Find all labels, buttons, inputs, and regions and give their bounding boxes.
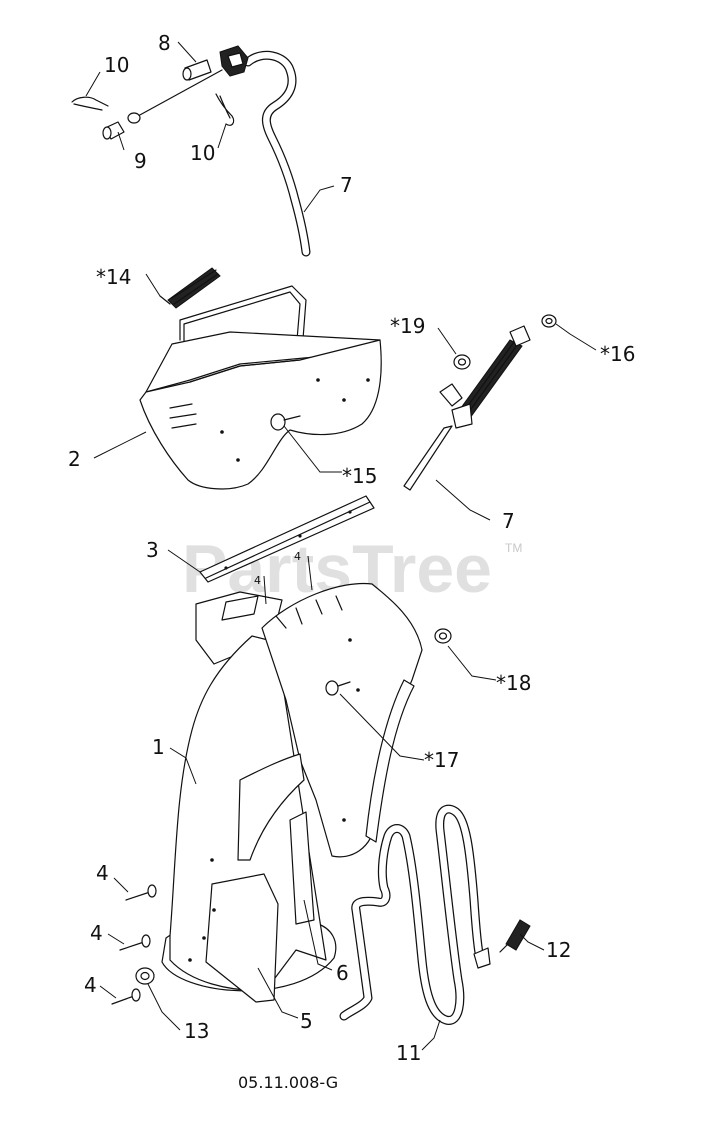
part-2-deflector[interactable] (139, 285, 382, 490)
part-11-rod[interactable] (339, 804, 491, 1025)
callout-9: 9 (134, 149, 147, 173)
part-14-spring[interactable] (159, 267, 221, 309)
callout-labels: 10 8 9 10 7 *14 *19 *16 2 *15 7 3 4 4 *1… (68, 31, 635, 1065)
callout-17: *17 (424, 748, 459, 772)
callout-11: 11 (396, 1041, 421, 1065)
callout-6: 6 (336, 961, 349, 985)
callout-4-upper: 4 (96, 861, 109, 885)
part-8-pin[interactable] (182, 59, 212, 81)
control-rod (127, 69, 223, 124)
callout-10-lower: 10 (190, 141, 215, 165)
callout-4-lower: 4 (84, 973, 97, 997)
callout-19: *19 (390, 314, 425, 338)
callout-8: 8 (158, 31, 171, 55)
part-10-hairpin-clip-left[interactable] (71, 96, 109, 111)
callout-13: 13 (184, 1019, 209, 1043)
part-4-rivet-lower[interactable] (111, 988, 141, 1005)
part-13-washer[interactable] (135, 967, 155, 985)
callout-4-small-left: 4 (254, 574, 261, 587)
callout-1: 1 (152, 735, 165, 759)
callout-2: 2 (68, 447, 81, 471)
callout-3: 3 (146, 538, 159, 562)
part-12-spring[interactable] (499, 919, 531, 953)
drawing-number: 05.11.008-G (238, 1073, 338, 1092)
part-18-nut[interactable] (434, 628, 452, 644)
callout-4-middle: 4 (90, 921, 103, 945)
part-7-lower-crank[interactable] (403, 325, 531, 491)
callout-12: 12 (546, 938, 571, 962)
watermark-trademark: TM (505, 541, 522, 555)
part-9-ferrule[interactable] (102, 121, 125, 140)
callout-5: 5 (300, 1009, 313, 1033)
part-4-rivet-middle[interactable] (119, 934, 151, 951)
callout-7-lower: 7 (502, 509, 515, 533)
part-1-chute[interactable] (161, 582, 423, 1003)
callout-7-upper: 7 (340, 173, 353, 197)
cable-clamp (219, 45, 249, 77)
part-19-nut[interactable] (453, 354, 471, 370)
callout-15: *15 (342, 464, 377, 488)
callout-18: *18 (496, 671, 531, 695)
part-16-nut[interactable] (541, 314, 557, 328)
part-3-plate[interactable] (199, 495, 375, 583)
callout-16: *16 (600, 342, 635, 366)
part-10-hairpin-clip-right[interactable] (215, 93, 235, 126)
leader-lines (85, 41, 597, 1051)
callout-4-small-right: 4 (294, 550, 301, 563)
part-4-rivet-upper[interactable] (125, 884, 157, 901)
part-7-upper-cable[interactable] (243, 50, 311, 257)
callout-14: *14 (96, 265, 131, 289)
callout-10-upper-left: 10 (104, 53, 129, 77)
